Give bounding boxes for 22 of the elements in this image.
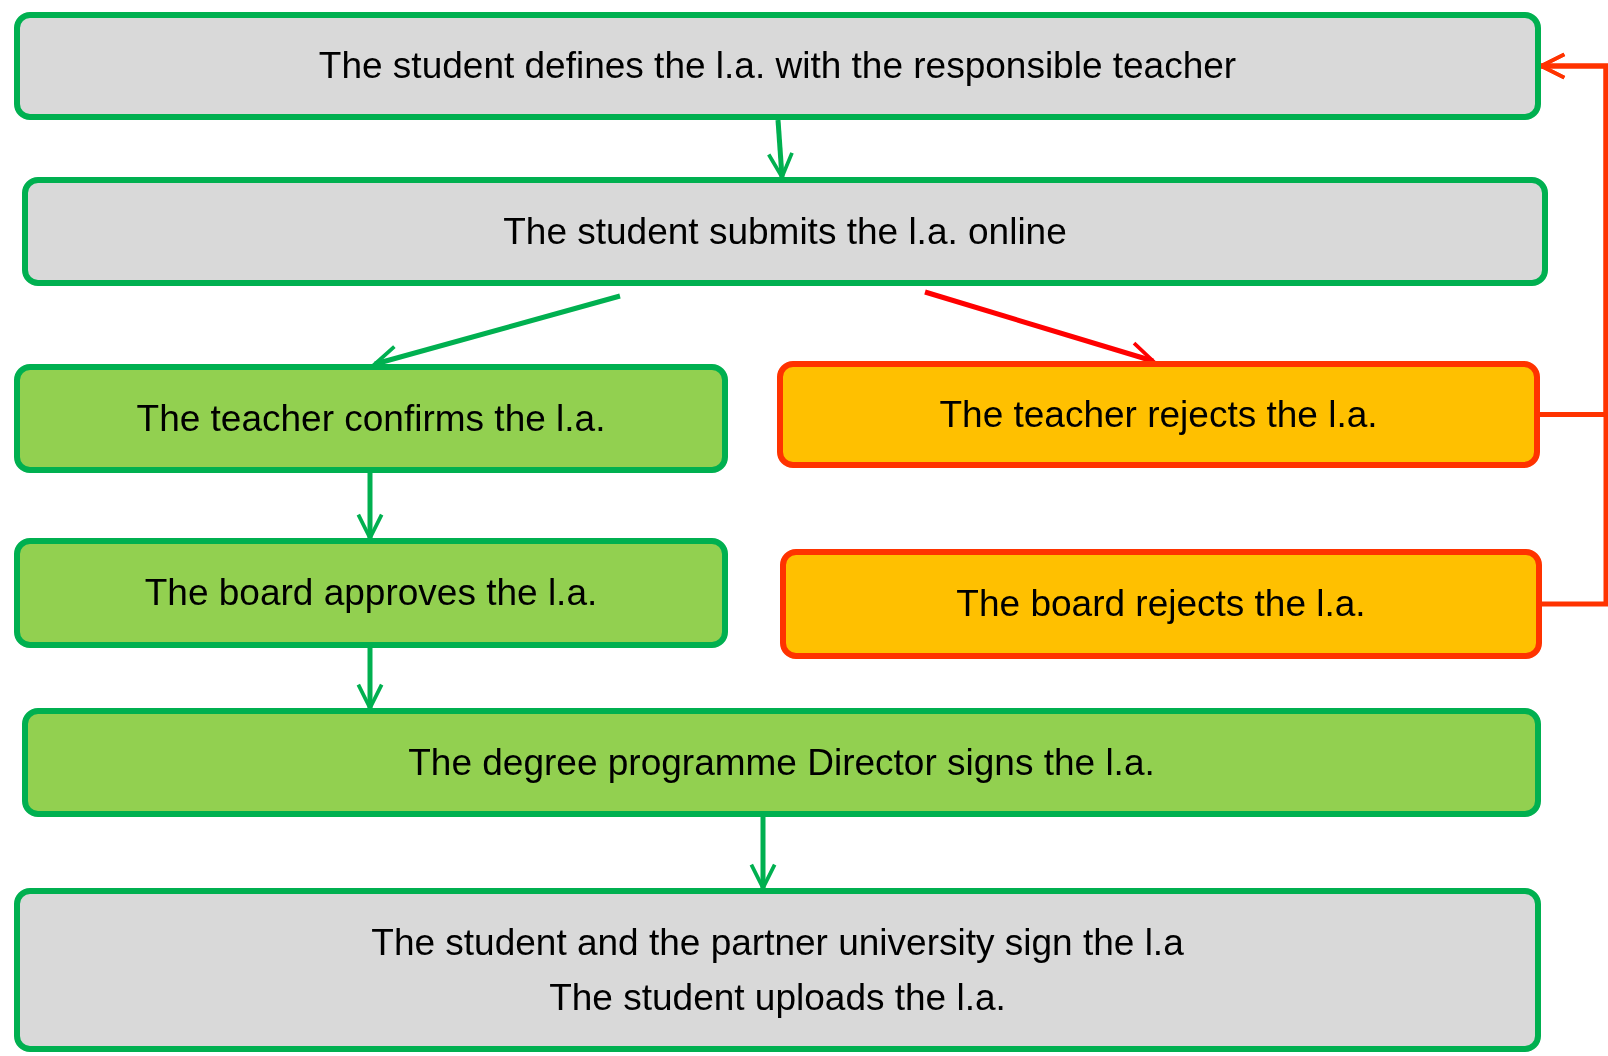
process-box — [22, 708, 1541, 817]
arrow — [1539, 52, 1608, 607]
step-text: The student and the partner university sign the l.a — [371, 920, 1184, 965]
arrow — [356, 473, 384, 540]
step-text: The teacher rejects the l.a. — [939, 392, 1378, 437]
step-text: The student defines the l.a. with the responsible teacher — [318, 44, 1237, 89]
process-box — [14, 538, 728, 648]
arrow — [749, 817, 777, 890]
step-text: The degree programme Director signs the l.a. — [408, 740, 1155, 785]
step-text: The board rejects the l.a. — [956, 582, 1366, 627]
step-text: The student uploads the l.a. — [549, 976, 1006, 1020]
process-box — [14, 364, 728, 473]
process-box — [14, 12, 1541, 120]
process-box — [777, 361, 1540, 468]
process-box — [780, 549, 1542, 659]
step-text: The board approves the l.a. — [144, 571, 598, 616]
arrow — [766, 119, 794, 179]
process-box — [22, 177, 1548, 286]
step-text: The student submits the l.a. online — [503, 209, 1067, 254]
process-box — [14, 888, 1541, 1052]
step-text: The teacher confirms the l.a. — [136, 396, 606, 441]
arrow — [356, 648, 384, 710]
